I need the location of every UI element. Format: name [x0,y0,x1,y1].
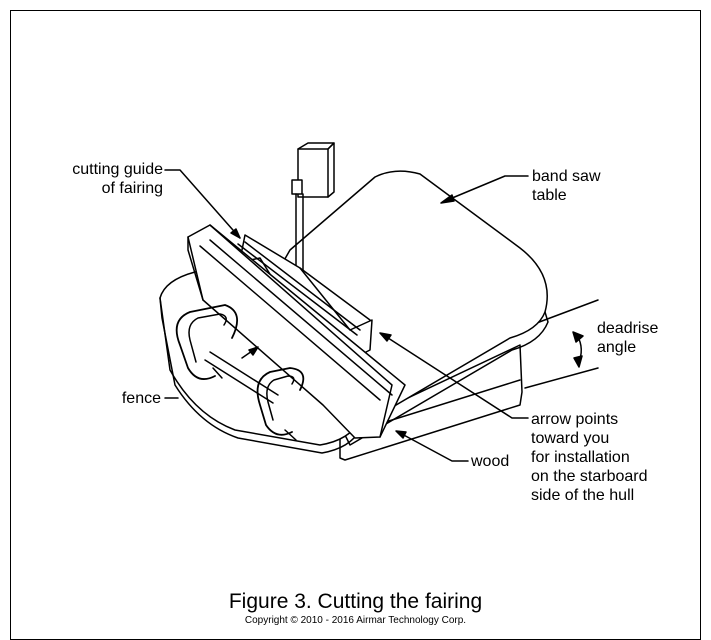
label-arrow-line5: side of the hull [531,487,635,504]
fence-board-groove [209,239,393,396]
copyright-notice: Copyright © 2010 - 2016 Airmar Technolog… [244,615,467,626]
clamp-bar [209,351,279,396]
label-arrow-line2: toward you [531,430,610,447]
leader-cutting-guide [164,169,241,239]
arrowhead-arrow-points [379,332,392,342]
figure-caption: Figure 3. Cutting the fairing [228,590,483,613]
label-deadrise-line1: deadrise [597,320,659,337]
clamp-bar-2 [204,359,274,404]
label-band-saw-line2: table [532,187,567,204]
label-wood-text: wood [471,453,510,470]
label-arrow-line1: arrow points [531,411,619,428]
label-arrow-line4: on the starboard [531,468,648,485]
label-cutting-guide-line2: of fairing [101,180,163,197]
arrowhead-cutting-guide [230,228,241,239]
fence-direction-arrowhead [248,346,259,356]
label-wood: wood [471,452,509,471]
cutting-guide-line [237,243,358,336]
label-arrow-points: arrow points toward you for installation… [531,410,648,505]
clamp-screw-left [212,367,223,379]
label-fence: fence [80,389,161,408]
blade-guide-housing [297,148,329,198]
fence-board-face [187,236,204,301]
leader-wood [399,432,469,462]
clamp-right [256,367,305,436]
leader-arrow-points [384,335,529,419]
label-deadrise-angle: deadrise angle [597,319,658,357]
fence-board-top [209,224,393,438]
band-saw-table-thickness [344,311,549,446]
label-band-saw-table: band saw table [532,167,601,205]
deadrise-arrowhead-top [572,331,584,343]
label-arrow-line3: for installation [531,449,630,466]
blade-guide-clamp [291,179,303,195]
label-cutting-guide-line1: cutting guide [72,161,163,178]
fence-base-thickness [159,297,361,454]
cutting-guide-line-2 [244,241,361,331]
clamp-screw-right [284,429,297,441]
arrowhead-band-saw-table [440,194,455,204]
label-deadrise-line2: angle [597,339,637,356]
deadrise-arrowhead-bottom [573,355,583,368]
fence-board [187,224,406,439]
blade-guide-side [327,142,335,198]
arrowhead-wood [395,430,407,439]
fairing-wedge-edge [299,267,371,321]
deadrise-line-lower [524,367,599,389]
leader-band-saw-table [444,175,529,202]
label-cutting-guide: cutting guide of fairing [20,160,163,198]
label-fence-text: fence [121,390,161,407]
clamp-left [175,304,239,380]
label-band-saw-line1: band saw [532,168,601,185]
clamp-left-inner [188,313,227,363]
clamp-right-inner [266,375,295,421]
fence-board-groove-2 [199,245,381,401]
